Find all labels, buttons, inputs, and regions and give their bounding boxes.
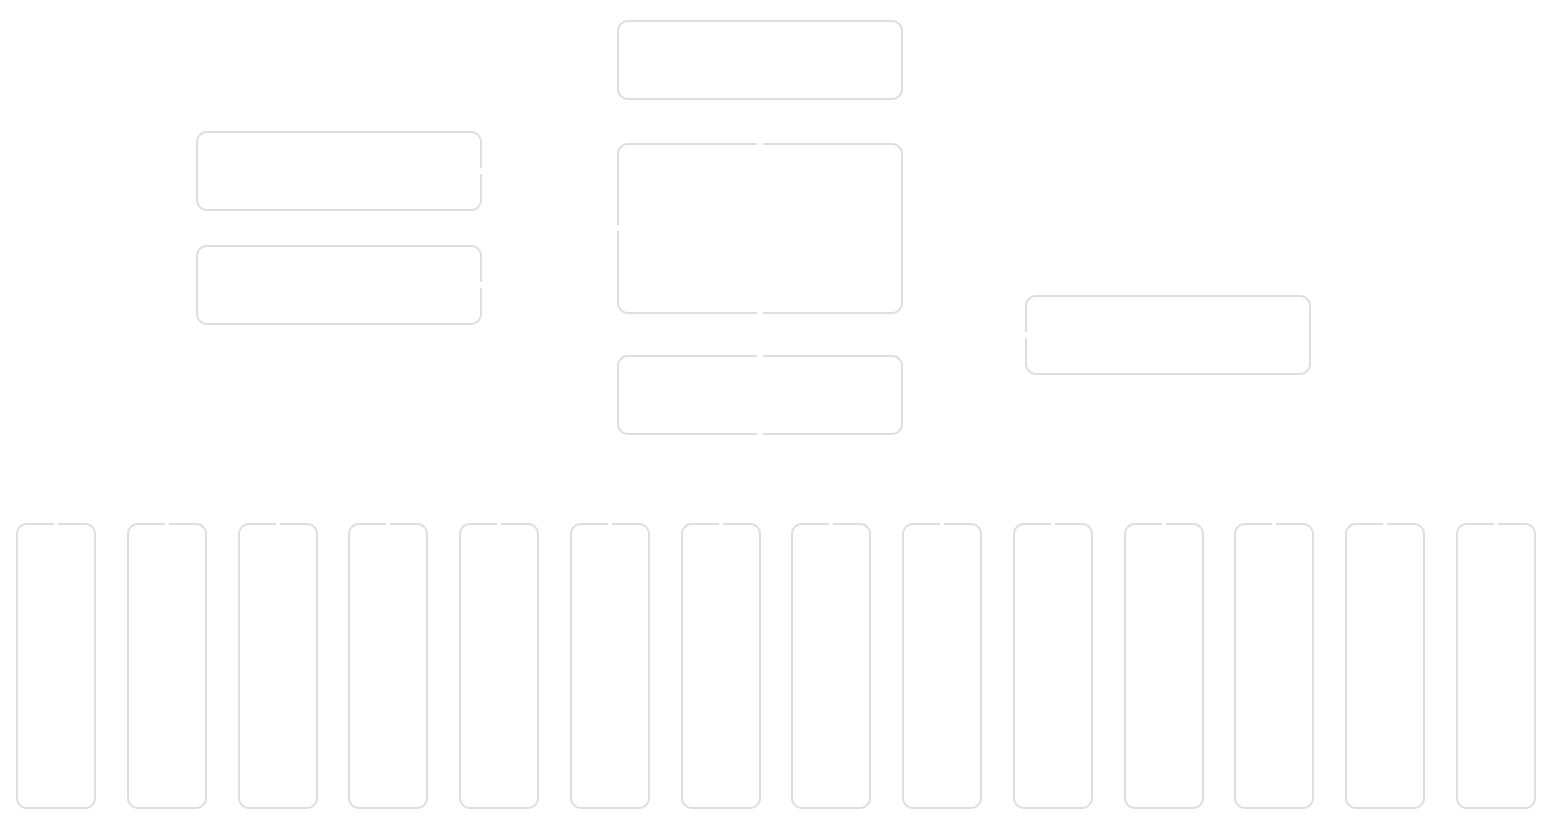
node-bottom-8[interactable] <box>791 522 871 809</box>
port-top <box>386 522 390 526</box>
node-bottom-3[interactable] <box>238 522 318 809</box>
node-right[interactable] <box>1024 295 1311 375</box>
port-top <box>608 522 612 526</box>
port-top <box>497 522 501 526</box>
port-left <box>616 225 620 231</box>
port-right <box>479 168 483 174</box>
node-top-center[interactable] <box>617 20 903 100</box>
node-bottom-12[interactable] <box>1234 522 1314 809</box>
port-top <box>165 522 169 526</box>
node-bottom-9[interactable] <box>902 522 982 809</box>
node-center-main[interactable] <box>616 142 903 315</box>
node-left-upper[interactable] <box>196 131 483 211</box>
node-bottom-10[interactable] <box>1013 522 1093 809</box>
port-top <box>54 522 58 526</box>
port-top <box>829 522 833 526</box>
node-bottom-13[interactable] <box>1345 522 1425 809</box>
port-bottom <box>757 432 763 436</box>
port-top <box>1494 522 1498 526</box>
port-top <box>940 522 944 526</box>
port-top <box>719 522 723 526</box>
node-bottom-6[interactable] <box>570 522 650 809</box>
node-bottom-4[interactable] <box>348 522 428 809</box>
port-top <box>1383 522 1387 526</box>
node-bottom-1[interactable] <box>16 522 96 809</box>
node-left-lower[interactable] <box>196 245 483 325</box>
node-bottom-7[interactable] <box>681 522 761 809</box>
port-bottom <box>757 311 763 315</box>
node-center-lower[interactable] <box>617 354 903 436</box>
port-left <box>1024 332 1028 338</box>
node-bottom-14[interactable] <box>1456 522 1536 809</box>
port-top <box>757 142 763 146</box>
port-top <box>276 522 280 526</box>
port-top <box>1051 522 1055 526</box>
port-top <box>757 354 763 358</box>
bottom-node-row <box>16 522 1536 809</box>
port-top <box>1272 522 1276 526</box>
port-right <box>479 282 483 288</box>
port-top <box>1162 522 1166 526</box>
node-bottom-11[interactable] <box>1124 522 1204 809</box>
node-bottom-2[interactable] <box>127 522 207 809</box>
node-bottom-5[interactable] <box>459 522 539 809</box>
